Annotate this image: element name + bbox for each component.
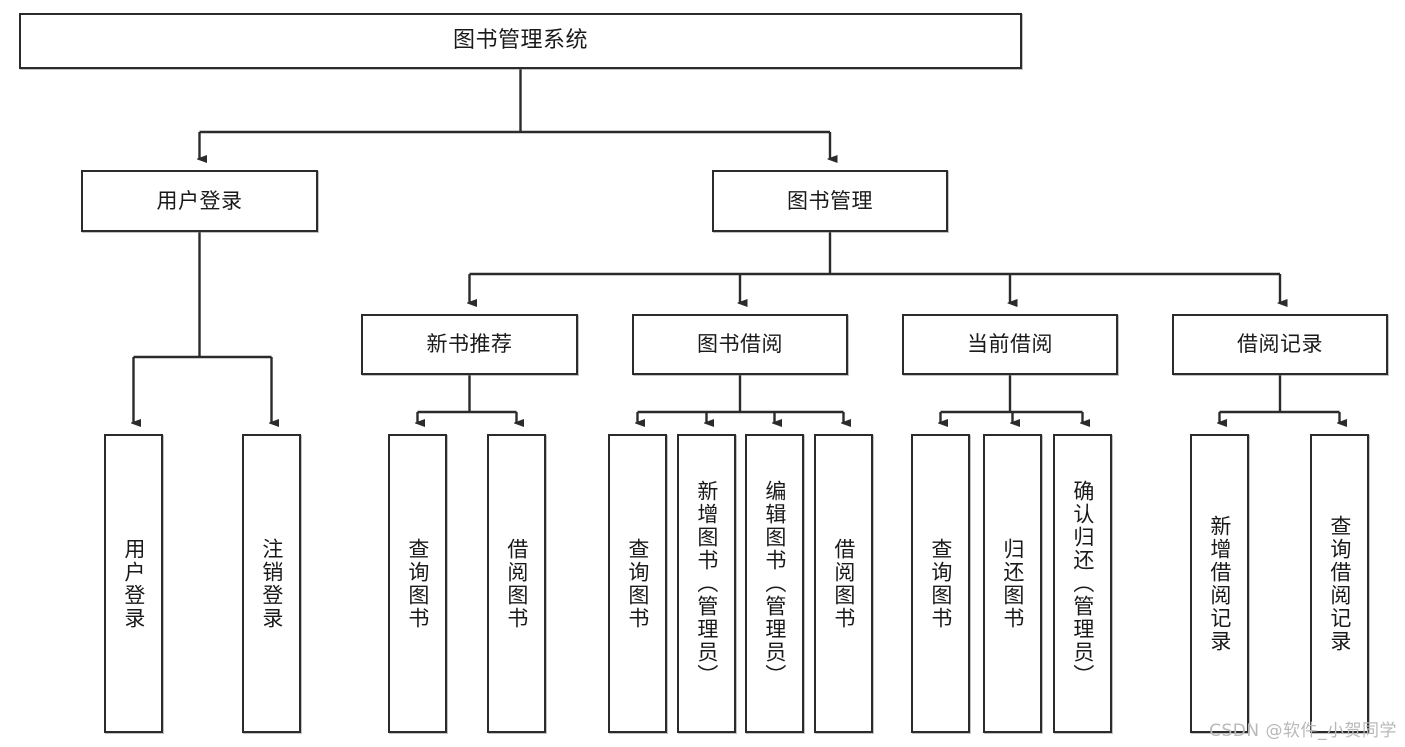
node-root[interactable]: 图书管理系统 [19, 13, 1022, 69]
node-label: 归还图书 [1000, 537, 1025, 630]
node-leaf-edit-book[interactable]: 编辑图书（管理员） [745, 434, 804, 733]
node-leaf-query-book-2[interactable]: 查询图书 [608, 434, 667, 733]
node-leaf-confirm-return[interactable]: 确认归还（管理员） [1053, 434, 1112, 733]
node-label: 新增借阅记录 [1207, 514, 1232, 653]
node-leaf-borrow-book-2[interactable]: 借阅图书 [814, 434, 873, 733]
node-leaf-add-book[interactable]: 新增图书（管理员） [677, 434, 736, 733]
node-label: 图书借阅 [697, 332, 783, 357]
node-label: 确认归还（管理员） [1070, 480, 1095, 687]
node-book-borrow[interactable]: 图书借阅 [632, 314, 848, 375]
node-label: 图书管理系统 [452, 28, 588, 54]
node-borrow-record[interactable]: 借阅记录 [1172, 314, 1388, 375]
node-label: 查询图书 [405, 537, 430, 630]
node-leaf-add-record[interactable]: 新增借阅记录 [1190, 434, 1249, 733]
node-current-borrow[interactable]: 当前借阅 [902, 314, 1118, 375]
node-label: 图书管理 [787, 188, 873, 213]
node-label: 新增图书（管理员） [694, 480, 719, 687]
node-label: 编辑图书（管理员） [762, 480, 787, 687]
node-label: 查询图书 [928, 537, 953, 630]
node-leaf-query-record[interactable]: 查询借阅记录 [1310, 434, 1369, 733]
node-label: 注销登录 [259, 537, 284, 630]
node-label: 用户登录 [156, 188, 243, 213]
node-leaf-query-book-1[interactable]: 查询图书 [388, 434, 447, 733]
node-leaf-logout[interactable]: 注销登录 [242, 434, 301, 733]
node-label: 查询图书 [625, 537, 650, 630]
node-label: 借阅图书 [504, 537, 529, 630]
node-label: 借阅记录 [1237, 332, 1323, 357]
node-leaf-user-login[interactable]: 用户登录 [104, 434, 163, 733]
watermark-text: CSDN @软件_小贺同学 [1209, 721, 1397, 741]
node-leaf-borrow-book-1[interactable]: 借阅图书 [487, 434, 546, 733]
node-leaf-return-book[interactable]: 归还图书 [983, 434, 1042, 733]
node-label: 查询借阅记录 [1327, 514, 1352, 653]
node-label: 用户登录 [121, 537, 146, 630]
node-new-book-rec[interactable]: 新书推荐 [361, 314, 578, 375]
node-leaf-query-book-3[interactable]: 查询图书 [911, 434, 970, 733]
node-label: 新书推荐 [426, 332, 513, 357]
node-user-login[interactable]: 用户登录 [81, 170, 318, 232]
node-book-manage[interactable]: 图书管理 [712, 170, 948, 232]
node-label: 当前借阅 [967, 332, 1053, 357]
node-label: 借阅图书 [831, 537, 856, 630]
